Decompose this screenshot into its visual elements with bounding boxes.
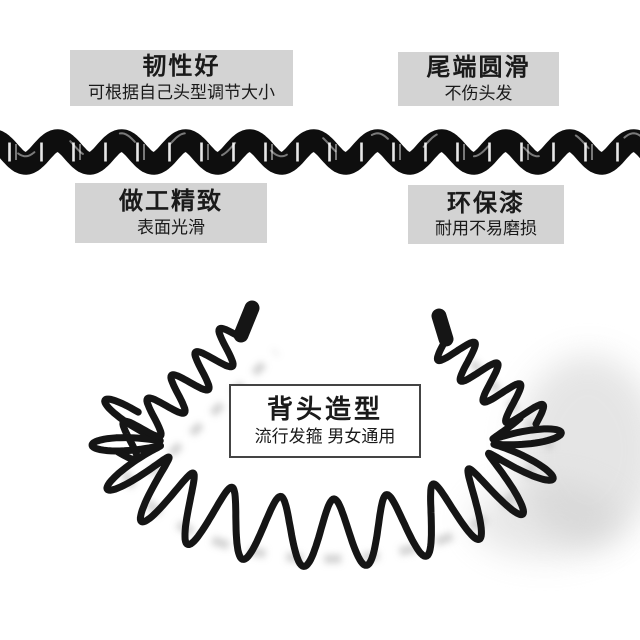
feature-subtitle: 不伤头发 xyxy=(444,83,513,103)
feature-card-smooth-ends: 尾端圆滑 不伤头发 xyxy=(398,52,559,106)
style-label-subtitle: 流行发箍 男女通用 xyxy=(254,426,396,446)
bottom-headband-icon xyxy=(88,300,565,570)
feature-card-toughness: 韧性好 可根据自己头型调节大小 xyxy=(70,50,293,106)
band-highlights xyxy=(8,142,619,162)
feature-card-eco-paint: 环保漆 耐用不易磨损 xyxy=(408,185,564,244)
style-label-title: 背头造型 xyxy=(266,394,383,425)
feature-title: 做工精致 xyxy=(119,188,223,216)
headband-left-arm xyxy=(114,324,242,464)
band-ribbon xyxy=(0,129,640,175)
feature-subtitle: 耐用不易磨损 xyxy=(435,219,537,239)
band-sheen xyxy=(0,132,640,158)
feature-title: 尾端圆滑 xyxy=(426,54,531,82)
left-arm-shadow xyxy=(147,349,279,477)
style-label-card: 背头造型 流行发箍 男女通用 xyxy=(229,384,421,458)
shadow-layer xyxy=(120,349,640,564)
feature-title: 环保漆 xyxy=(447,189,525,217)
top-wavy-band-icon xyxy=(0,129,640,175)
front-arc-shadow xyxy=(120,463,537,564)
feature-title: 韧性好 xyxy=(142,53,221,81)
headband-front-arc xyxy=(88,395,565,570)
headband-right-arm xyxy=(433,337,548,428)
headband-left-end-cap xyxy=(233,300,260,343)
feature-subtitle: 表面光滑 xyxy=(137,217,205,237)
feature-card-craftsmanship: 做工精致 表面光滑 xyxy=(75,183,267,243)
feature-subtitle: 可根据自己头型调节大小 xyxy=(88,82,275,102)
headband-right-end-cap xyxy=(431,308,454,347)
